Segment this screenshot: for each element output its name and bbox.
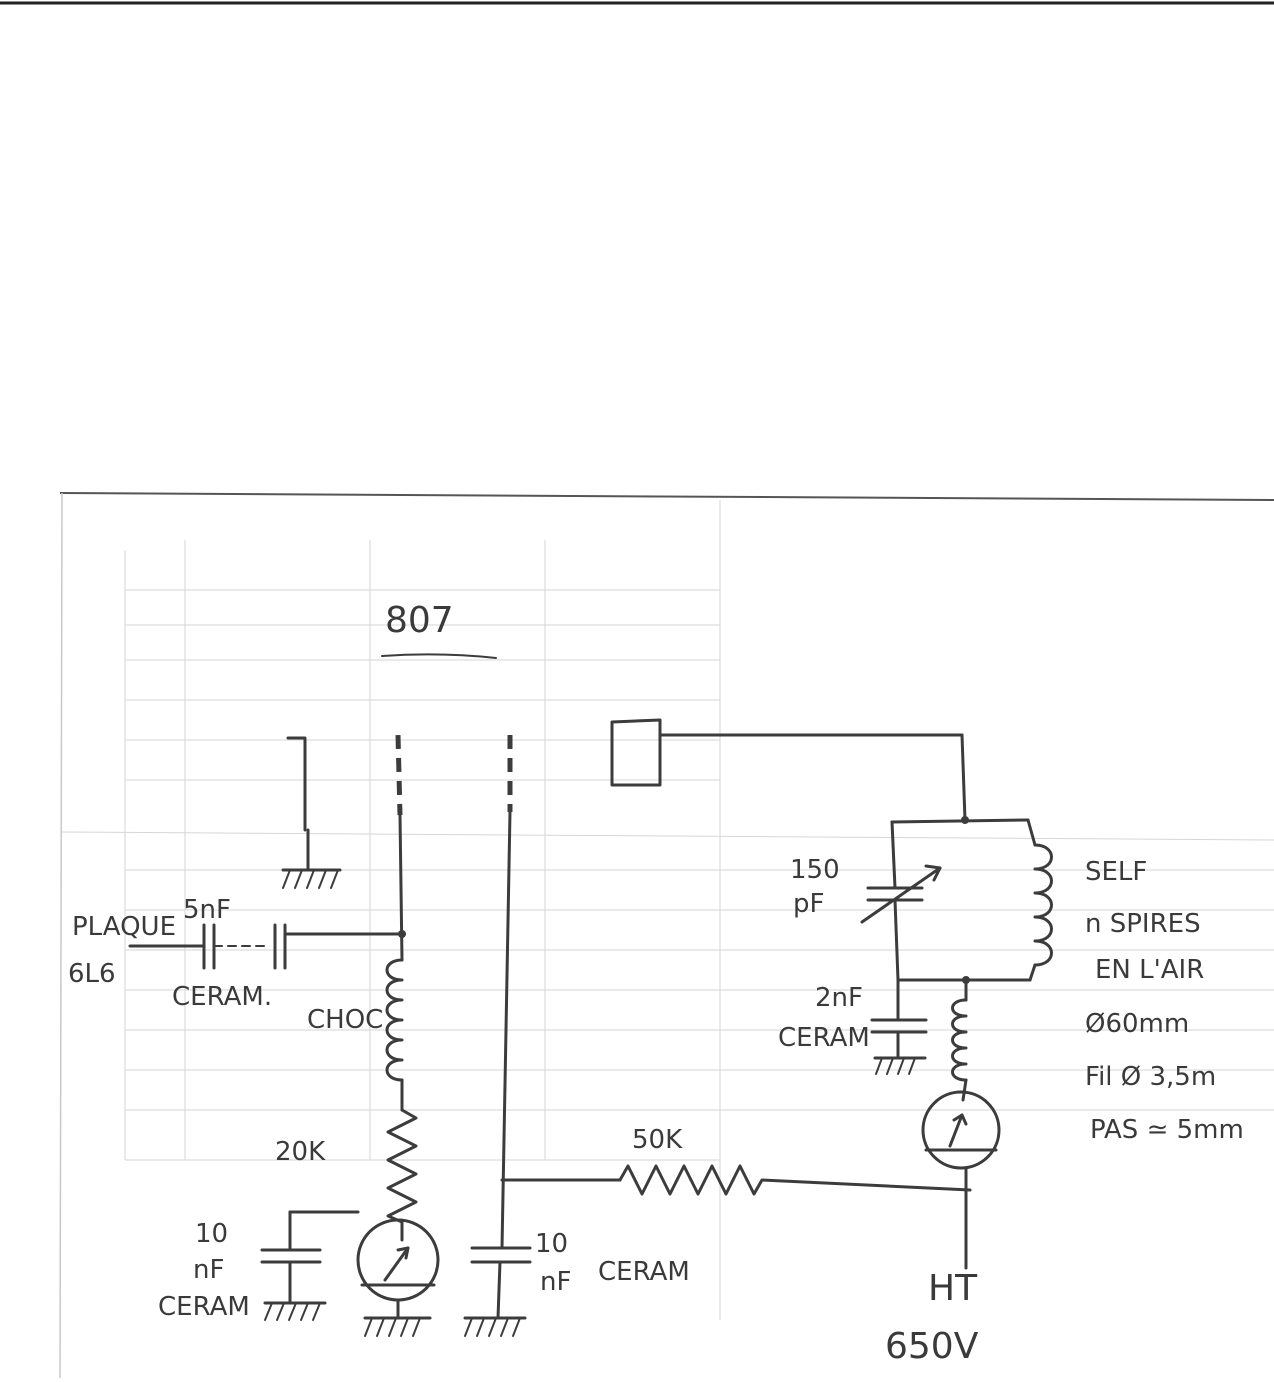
grid-choke-coil [385, 958, 404, 1082]
tank-variable-capacitor [860, 864, 942, 924]
grid-resistor-label: 20K [275, 1137, 326, 1167]
tank-cap-value-bottom: pF [793, 889, 824, 919]
grid-cap-type: CERAM [158, 1292, 250, 1322]
tube-label: 807 [385, 600, 454, 641]
screen-cap-value-top: 10 [535, 1229, 568, 1259]
screen-cap-type: CERAM [598, 1257, 690, 1287]
bypass-cap-value: 2nF [815, 983, 863, 1013]
coil-desc-pitch: PAS ≃ 5mm [1090, 1115, 1244, 1145]
coil-desc-turns: n SPIRES [1085, 909, 1201, 939]
grid-cap-value-bottom: nF [193, 1255, 224, 1285]
input-label-bottom: 6L6 [68, 959, 116, 989]
coupling-capacitor [202, 923, 287, 970]
screen-cap-ground-symbol [463, 1316, 527, 1337]
coil-desc-wire: Fil Ø 3,5m [1085, 1062, 1216, 1092]
plate-current-meter [921, 1090, 1001, 1170]
supply-label: HT [928, 1268, 978, 1309]
plate-choke-coil [951, 998, 968, 1082]
screen-resistor-label: 50K [632, 1125, 683, 1155]
grid-current-meter [356, 1218, 440, 1302]
screen-resistor [618, 1164, 972, 1196]
coil-desc-diameter: Ø60mm [1085, 1009, 1189, 1039]
choke-label: CHOC [307, 1005, 383, 1035]
coil-label: SELF [1085, 857, 1147, 887]
tank-coil [1033, 843, 1053, 967]
coil-desc-air: EN L'AIR [1095, 955, 1204, 985]
bypass-cap-type: CERAM [778, 1023, 870, 1053]
coupling-cap-value: 5nF [183, 895, 231, 925]
meter-ground-symbol [363, 1316, 432, 1337]
bypass-cap-ground-symbol [873, 1056, 927, 1075]
coupling-cap-type: CERAM. [172, 982, 272, 1012]
input-label-top: PLAQUE [72, 912, 176, 942]
tube-807 [286, 718, 662, 832]
supply-voltage: 650V [885, 1326, 979, 1367]
tank-cap-value-top: 150 [790, 855, 840, 885]
cathode-ground-symbol [281, 868, 342, 889]
grid-cap-ground-symbol [263, 1301, 327, 1321]
screen-cap-value-bottom: nF [540, 1267, 571, 1297]
grid-cap-value-top: 10 [195, 1219, 228, 1249]
grid-resistor [386, 1108, 418, 1242]
background-paper [59, 492, 1274, 1379]
